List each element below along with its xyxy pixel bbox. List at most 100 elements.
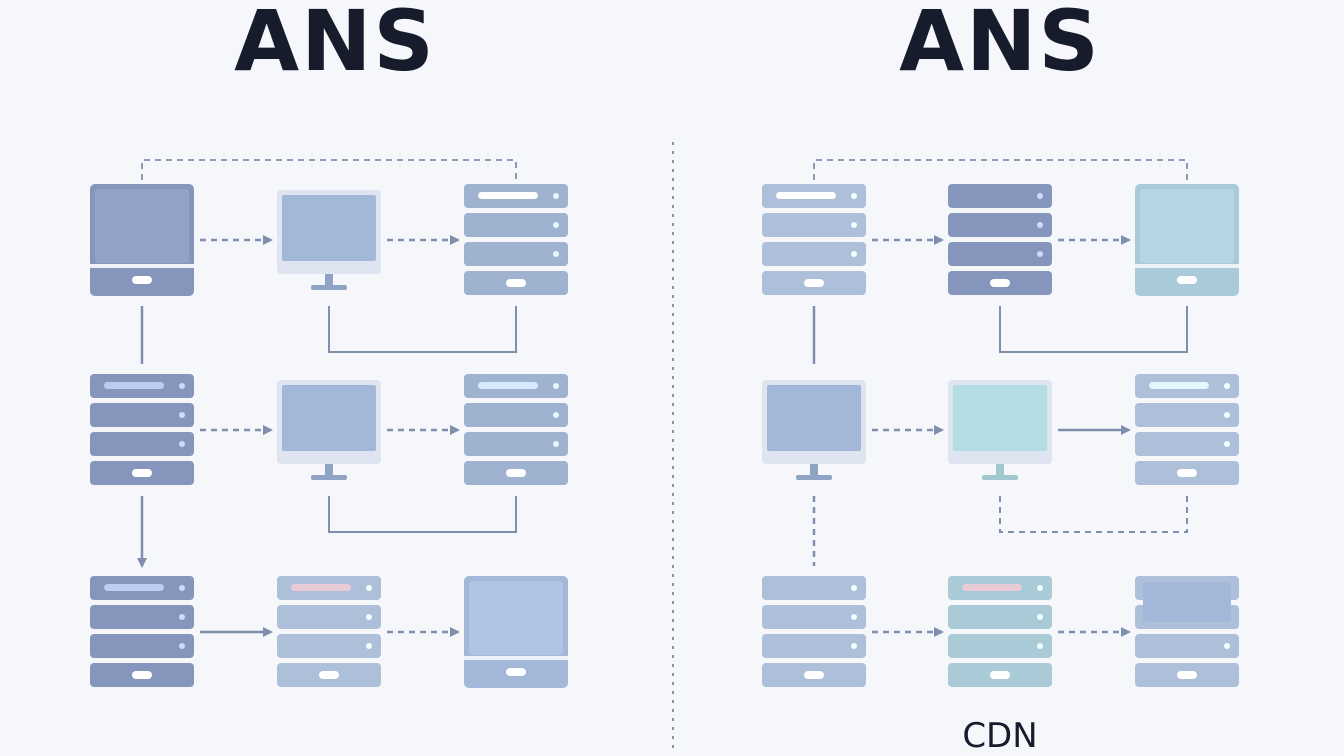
server-slot — [762, 213, 866, 237]
server-slot — [277, 634, 381, 658]
server-slot — [464, 213, 568, 237]
server-led — [1224, 383, 1230, 389]
server-slot — [948, 605, 1052, 629]
server-highlight — [776, 192, 836, 199]
monitor-icon — [948, 380, 1052, 480]
server-led — [179, 643, 185, 649]
server-led — [179, 412, 185, 418]
server-slot — [1135, 403, 1239, 427]
tablet-screen — [1140, 189, 1234, 263]
server-highlight — [104, 584, 164, 591]
tablet-screen — [95, 189, 189, 263]
server-icon — [90, 576, 194, 687]
server-icon — [762, 576, 866, 687]
tablet-divider — [90, 264, 194, 268]
server-slot — [948, 634, 1052, 658]
title-left: ANS — [234, 0, 436, 90]
monitor-base — [796, 475, 832, 480]
loop-bottom — [999, 496, 1188, 533]
cdn-caption: CDN — [962, 716, 1038, 756]
server-led — [179, 383, 185, 389]
server-highlight — [478, 192, 538, 199]
loop-top — [328, 306, 517, 353]
server-slot — [762, 576, 866, 600]
server-button — [1177, 469, 1197, 477]
server-slot — [948, 213, 1052, 237]
tablet-screen — [469, 581, 563, 655]
server-button — [1177, 671, 1197, 679]
tablet-icon — [90, 184, 194, 296]
server-led — [179, 585, 185, 591]
server-led — [1037, 643, 1043, 649]
server-led — [553, 412, 559, 418]
server-slot — [948, 242, 1052, 266]
tablet-divider — [464, 656, 568, 660]
tablet-button — [1177, 276, 1197, 284]
monitor-neck — [810, 464, 818, 476]
nodes-layer — [90, 184, 1239, 688]
server-led — [553, 193, 559, 199]
server-led — [851, 614, 857, 620]
server-slot — [1135, 634, 1239, 658]
loop-bottom — [328, 496, 517, 533]
server-slot — [1135, 432, 1239, 456]
connector-bracket — [141, 159, 517, 180]
title-right: ANS — [899, 0, 1101, 90]
server-slot — [90, 403, 194, 427]
monitor-screen — [953, 385, 1047, 451]
server-button — [804, 279, 824, 287]
server-icon — [277, 576, 381, 687]
server-icon — [90, 374, 194, 485]
monitor-screen — [767, 385, 861, 451]
server-slot — [90, 432, 194, 456]
server-slot — [762, 634, 866, 658]
monitor-base — [982, 475, 1018, 480]
tablet-button — [506, 668, 526, 676]
tablet-icon — [464, 576, 568, 688]
server-icon — [1135, 374, 1239, 485]
loop-top — [999, 306, 1188, 353]
tablet-icon — [1135, 184, 1239, 296]
monitor-neck — [996, 464, 1004, 476]
server-slot — [948, 184, 1052, 208]
server-led — [1224, 643, 1230, 649]
server-led — [1037, 222, 1043, 228]
server-highlight — [291, 584, 351, 591]
server-led — [851, 222, 857, 228]
server-icon — [464, 184, 568, 295]
server-icon — [464, 374, 568, 485]
server-slot — [90, 634, 194, 658]
server-button — [132, 469, 152, 477]
server-led — [1224, 412, 1230, 418]
monitor-base — [311, 475, 347, 480]
server-led — [553, 383, 559, 389]
server-icon — [948, 576, 1052, 687]
server-led — [553, 251, 559, 257]
server-led — [851, 643, 857, 649]
server-button — [506, 279, 526, 287]
server-icon — [1135, 576, 1239, 687]
server-highlight — [1149, 382, 1209, 389]
server-slot — [762, 242, 866, 266]
server-screen — [1143, 582, 1231, 622]
server-led — [179, 441, 185, 447]
server-led — [851, 193, 857, 199]
server-slot — [90, 605, 194, 629]
server-led — [1037, 251, 1043, 257]
server-button — [990, 279, 1010, 287]
server-slot — [464, 242, 568, 266]
server-slot — [762, 605, 866, 629]
loop-connectors — [328, 306, 517, 533]
server-slot — [277, 605, 381, 629]
server-led — [1037, 585, 1043, 591]
connectors-layer — [137, 159, 1188, 637]
monitor-icon — [277, 190, 381, 290]
monitor-screen — [282, 385, 376, 451]
server-led — [1037, 614, 1043, 620]
monitor-neck — [325, 464, 333, 476]
server-button — [319, 671, 339, 679]
monitor-base — [311, 285, 347, 290]
server-icon — [948, 184, 1052, 295]
server-led — [553, 441, 559, 447]
